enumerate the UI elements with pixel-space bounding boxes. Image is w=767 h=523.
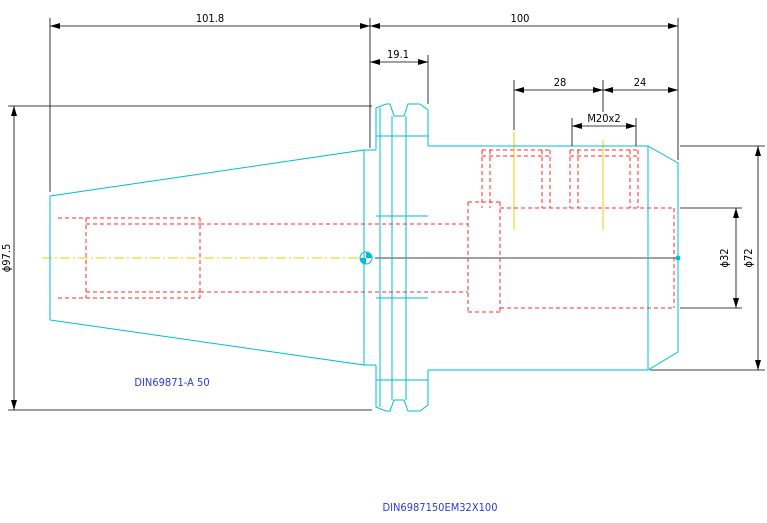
dim-100: 100 — [511, 12, 530, 25]
hidden-lines — [58, 149, 675, 313]
dim-24: 24 — [634, 76, 647, 89]
standard-label: DIN69871-A 50 — [134, 376, 209, 389]
dim-28: 28 — [554, 76, 567, 89]
dim-dia-97-5: ϕ97.5 — [0, 244, 13, 273]
dim-thread: M20x2 — [587, 112, 620, 125]
dim-19-1: 19.1 — [387, 48, 409, 61]
part-number-label: DIN6987150EM32X100 — [382, 501, 497, 514]
dim-dia-32: ϕ32 — [718, 248, 731, 267]
dim-dia-72: ϕ72 — [742, 248, 755, 267]
outline — [49, 103, 681, 412]
dimension-lines — [8, 18, 765, 411]
dim-101-8: 101.8 — [196, 12, 224, 25]
